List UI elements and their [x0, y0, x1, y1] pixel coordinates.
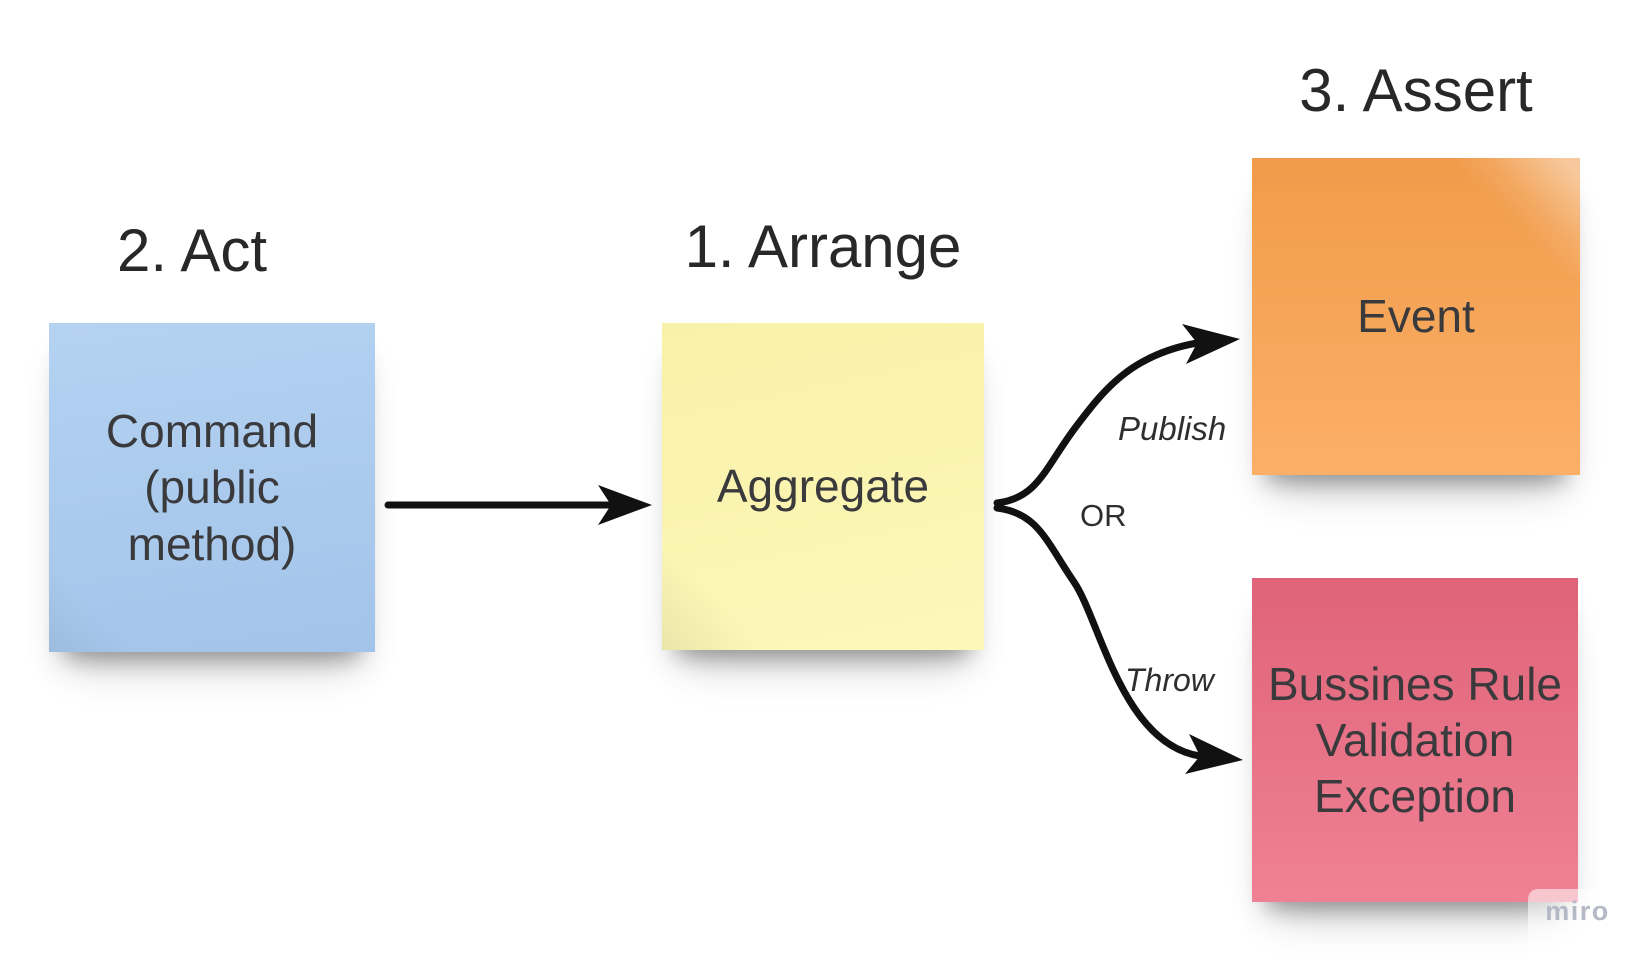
- throw-label[interactable]: Throw: [1125, 662, 1214, 698]
- aggregate-to-exception-arrow-head: [1185, 734, 1243, 774]
- sticky-note-aggregate[interactable]: Aggregate: [662, 323, 984, 650]
- sticky-note-aggregate-text: Aggregate: [716, 460, 930, 513]
- publish-label[interactable]: Publish: [1118, 410, 1227, 447]
- aggregate-to-exception-arrow-line: [993, 504, 1204, 760]
- command-to-aggregate-arrow[interactable]: [384, 485, 652, 525]
- aggregate-to-event-arrow[interactable]: [993, 324, 1240, 507]
- command-to-aggregate-arrow-head: [598, 485, 652, 525]
- sticky-note-exception-text: Bussines Rule Validation Exception: [1267, 657, 1563, 823]
- miro-watermark-label: miro: [1545, 896, 1610, 926]
- aggregate-to-event-arrow-head: [1182, 324, 1240, 364]
- heading-arrange[interactable]: 1. Arrange: [684, 213, 962, 280]
- sticky-note-event[interactable]: Event: [1252, 158, 1580, 475]
- aggregate-to-exception-arrow[interactable]: [993, 504, 1243, 774]
- sticky-note-command-text: Command (public method): [105, 405, 319, 570]
- heading-assert[interactable]: 3. Assert: [1299, 57, 1533, 124]
- sticky-note-exception[interactable]: Bussines Rule Validation Exception: [1252, 578, 1578, 902]
- aggregate-to-event-arrow-line: [993, 339, 1201, 507]
- sticky-note-command[interactable]: Command (public method): [49, 323, 375, 652]
- sticky-note-event-text: Event: [1357, 290, 1475, 343]
- miro-watermark[interactable]: miro: [1528, 889, 1627, 959]
- heading-act[interactable]: 2. Act: [116, 217, 268, 284]
- or-label[interactable]: OR: [1080, 498, 1127, 533]
